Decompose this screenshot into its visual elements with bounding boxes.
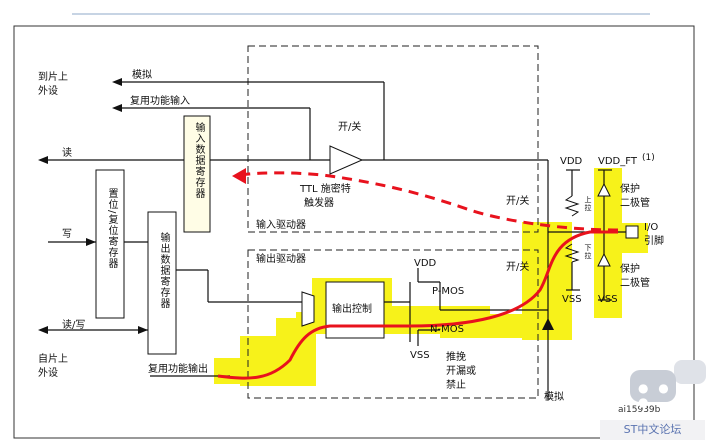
label-from-chip-peripheral-1: 自片上 bbox=[38, 354, 68, 365]
label-write: 写 bbox=[62, 229, 72, 240]
label-output-data-register: 输出数据寄存器 bbox=[158, 232, 169, 309]
label-p-mos: P-MOS bbox=[432, 286, 465, 297]
analog-arrow bbox=[112, 78, 122, 86]
label-to-chip-peripheral-2: 外设 bbox=[38, 86, 58, 97]
label-vss-nmos: VSS bbox=[410, 350, 430, 361]
output-flow-path bbox=[217, 230, 618, 380]
label-vdd-left: VDD bbox=[560, 156, 583, 167]
label-io-pin-1: I/O bbox=[644, 222, 659, 233]
label-output-driver: 输出驱动器 bbox=[256, 254, 306, 265]
chat-bubble-icon: ● ● ● bbox=[630, 370, 676, 409]
label-vdd-ft: VDD_FT bbox=[598, 156, 637, 167]
output-driver-box bbox=[247, 249, 539, 399]
label-on-off-mid2: 开/关 bbox=[506, 262, 530, 273]
label-input-driver: 输入驱动器 bbox=[256, 220, 306, 231]
alt-input-arrow bbox=[112, 104, 122, 112]
label-input-data-register: 输入数据寄存器 bbox=[193, 122, 204, 199]
label-protect-diode-bottom-2: 二极管 bbox=[620, 278, 650, 289]
io-pin-pad bbox=[625, 225, 639, 239]
label-on-off-top: 开/关 bbox=[338, 122, 362, 133]
label-io-pin-2: 引脚 bbox=[644, 236, 664, 247]
chat-bubble-back-icon bbox=[674, 360, 706, 384]
schmitt-trigger bbox=[329, 145, 364, 175]
bus-arrow bbox=[542, 318, 554, 330]
label-output-control: 输出控制 bbox=[332, 304, 372, 315]
label-vss-right: VSS bbox=[562, 294, 582, 305]
watermark[interactable]: ST中文论坛 bbox=[600, 420, 705, 440]
set-reset-register-box bbox=[95, 169, 125, 319]
label-analog: 模拟 bbox=[132, 70, 152, 81]
label-on-off-mid1: 开/关 bbox=[506, 196, 530, 207]
input-flow-path bbox=[239, 171, 619, 232]
output-control-box bbox=[325, 281, 385, 339]
input-driver-box bbox=[247, 45, 539, 233]
label-protect-diode-bottom-1: 保护 bbox=[620, 264, 640, 275]
diode-bottom bbox=[597, 252, 611, 267]
label-from-chip-peripheral-2: 外设 bbox=[38, 368, 58, 379]
label-vss-right2: VSS bbox=[598, 294, 618, 305]
label-pull-down: 下拉 bbox=[584, 244, 592, 260]
label-push-pull-3: 禁止 bbox=[446, 380, 466, 391]
pull-down-resistor bbox=[564, 243, 580, 263]
label-analog-bottom: 模拟 bbox=[544, 392, 564, 403]
label-ttl-schmitt-2: 触发器 bbox=[304, 198, 334, 209]
label-n-mos: N-MOS bbox=[430, 324, 464, 335]
label-ttl-schmitt-1: TTL 施密特 bbox=[300, 184, 351, 195]
label-protect-diode-top-2: 二极管 bbox=[620, 198, 650, 209]
label-note-1: (1) bbox=[642, 153, 655, 163]
mux bbox=[301, 291, 315, 327]
label-vdd-pmos: VDD bbox=[414, 258, 437, 269]
pull-up-resistor bbox=[564, 195, 580, 217]
rw-arrow-right bbox=[138, 326, 148, 334]
rw-arrow-left bbox=[38, 326, 48, 334]
label-read: 读 bbox=[62, 148, 72, 159]
input-data-register-box bbox=[183, 115, 211, 233]
label-alt-func-input: 复用功能输入 bbox=[130, 96, 190, 107]
label-push-pull-2: 开漏或 bbox=[446, 366, 476, 377]
label-fig-id: ai15939b bbox=[618, 405, 661, 415]
label-push-pull-1: 推挽 bbox=[446, 352, 466, 363]
label-to-chip-peripheral-1: 到片上 bbox=[38, 72, 68, 83]
write-arrow bbox=[86, 238, 96, 246]
label-set-reset-register: 置位/复位寄存器 bbox=[106, 188, 117, 270]
label-read-write: 读/写 bbox=[62, 320, 86, 331]
read-arrow bbox=[38, 156, 48, 164]
output-data-register-box bbox=[147, 211, 177, 355]
label-alt-func-output: 复用功能输出 bbox=[148, 364, 208, 375]
outer-frame bbox=[13, 25, 695, 439]
label-protect-diode-top-1: 保护 bbox=[620, 184, 640, 195]
diode-top bbox=[597, 182, 611, 197]
label-pull-up: 上拉 bbox=[584, 196, 592, 212]
input-flow-arrowhead bbox=[232, 168, 246, 184]
